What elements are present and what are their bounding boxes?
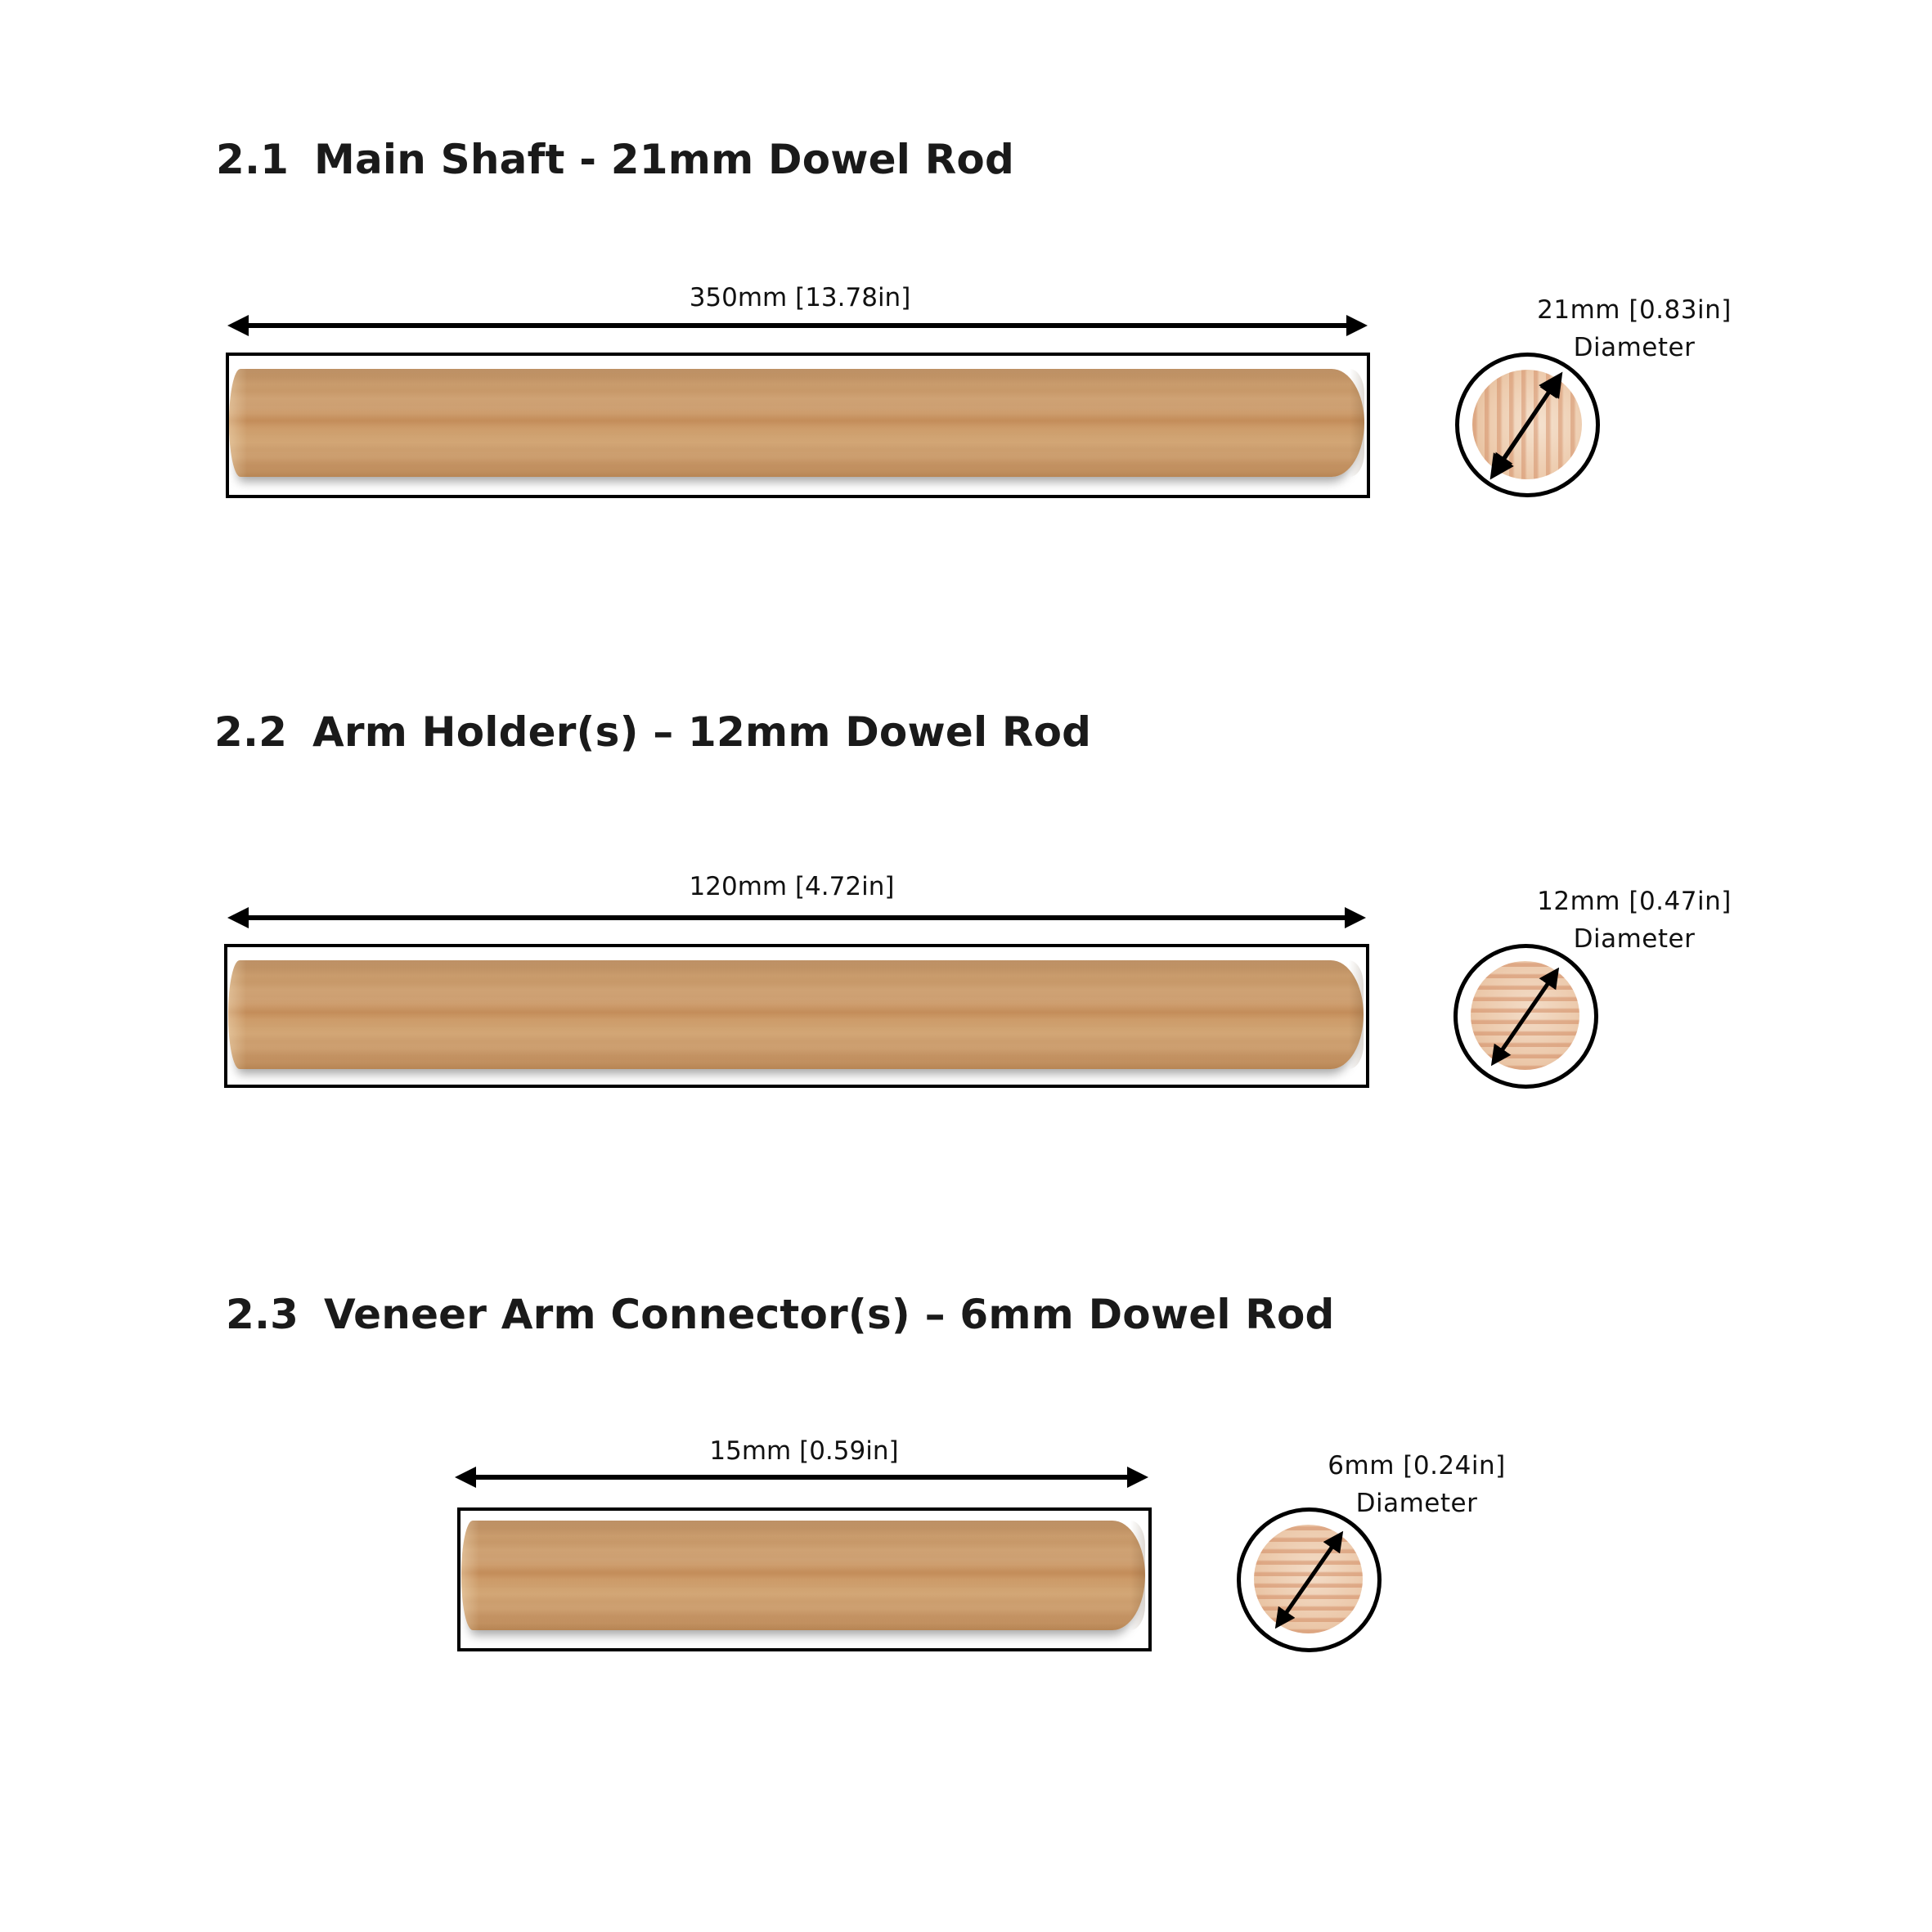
- rod-end-highlight: [461, 1521, 479, 1630]
- end-grain-image: [1254, 1525, 1363, 1633]
- arrowhead-right-icon: [1346, 315, 1368, 336]
- section-heading: Arm Holder(s) – 12mm Dowel Rod: [312, 708, 1092, 756]
- rod-end-highlight: [228, 960, 246, 1069]
- length-label: 350mm [13.78in]: [689, 283, 911, 312]
- arrowhead-right-icon: [1127, 1467, 1148, 1488]
- dimension-line: [244, 915, 1350, 920]
- arrowhead-right-icon: [1345, 907, 1366, 928]
- end-grain-image: [1471, 961, 1579, 1070]
- section-number: 2.1: [216, 136, 290, 183]
- section-title: 2.3 Veneer Arm Connector(s) – 6mm Dowel R…: [226, 1291, 1335, 1338]
- rod-end-shadow: [1130, 1521, 1145, 1630]
- diameter-value: 12mm [0.47in]: [1537, 887, 1732, 916]
- diameter-caption: Diameter: [1355, 1489, 1478, 1518]
- diameter-label: 21mm [0.83in] Diameter: [1537, 291, 1732, 366]
- diameter-value: 6mm [0.24in]: [1328, 1451, 1506, 1480]
- rod-end-shadow: [1350, 369, 1364, 477]
- end-grain-image: [1472, 370, 1582, 479]
- section-heading: Veneer Arm Connector(s) – 6mm Dowel Rod: [324, 1291, 1335, 1338]
- diameter-label: 6mm [0.24in] Diameter: [1328, 1447, 1505, 1522]
- section-number: 2.3: [226, 1291, 299, 1338]
- dowel-rod-image: [461, 1521, 1145, 1630]
- diameter-caption: Diameter: [1573, 333, 1696, 362]
- dimension-line: [471, 1475, 1132, 1480]
- rod-end-shadow: [1349, 960, 1364, 1069]
- section-title: 2.1 Main Shaft - 21mm Dowel Rod: [216, 136, 1014, 183]
- length-label: 120mm [4.72in]: [689, 872, 895, 901]
- diameter-caption: Diameter: [1573, 924, 1696, 954]
- dimension-line: [244, 323, 1351, 328]
- dowel-rod-image: [229, 369, 1364, 477]
- rod-end-highlight: [229, 369, 247, 477]
- section-title: 2.2 Arm Holder(s) – 12mm Dowel Rod: [214, 708, 1091, 756]
- diameter-label: 12mm [0.47in] Diameter: [1537, 883, 1732, 958]
- section-number: 2.2: [214, 708, 288, 756]
- section-heading: Main Shaft - 21mm Dowel Rod: [314, 136, 1014, 183]
- diameter-value: 21mm [0.83in]: [1537, 295, 1732, 325]
- dowel-rod-image: [228, 960, 1364, 1069]
- length-label: 15mm [0.59in]: [709, 1436, 899, 1466]
